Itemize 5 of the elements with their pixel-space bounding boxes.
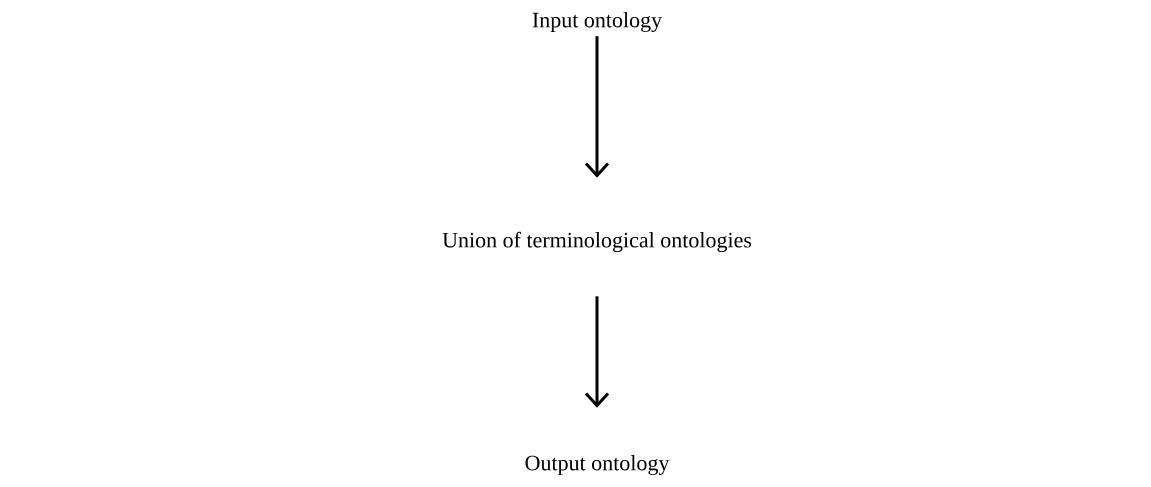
arrow [584, 296, 610, 408]
node-label: Output ontology [525, 455, 670, 475]
node-label: Union of terminological ontologies [442, 231, 752, 253]
node-label: Input ontology [532, 12, 662, 32]
arrow [584, 36, 610, 178]
